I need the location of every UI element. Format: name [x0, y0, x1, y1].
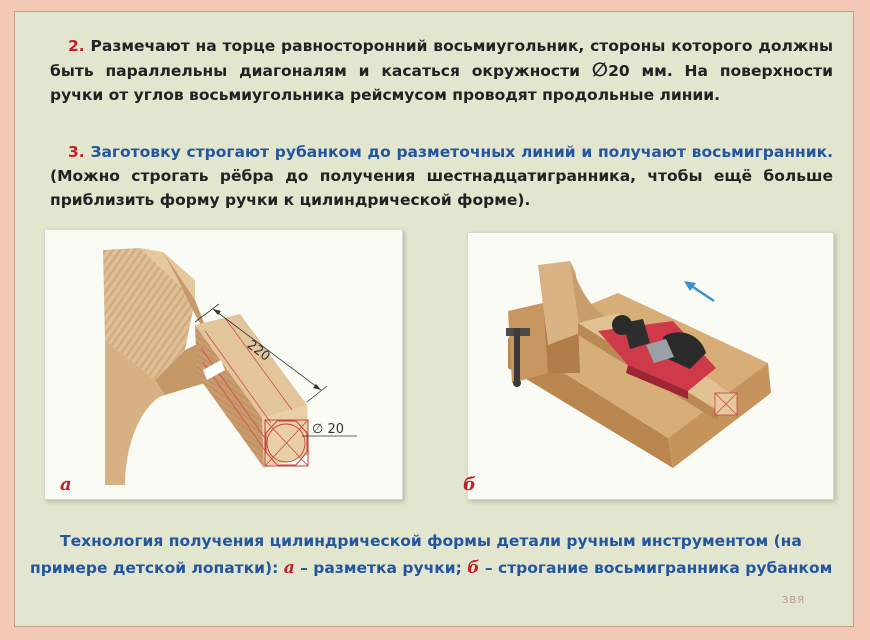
dimension-diameter-label: ∅ 20	[312, 422, 344, 437]
figure-a-letter: а	[60, 474, 72, 495]
diameter-symbol: ∅	[591, 59, 609, 81]
figure-caption: Технология получения цилиндрической форм…	[30, 528, 840, 582]
figure-a-panel: 220 ∅ 20	[44, 229, 403, 500]
planing-illustration	[506, 261, 771, 468]
paragraph-2-number: 2.	[68, 37, 85, 55]
paragraph-3-text-blue: Заготовку строгают рубанком до разметочн…	[90, 143, 834, 161]
figure-b-letter: б	[463, 474, 476, 495]
paragraph-3: 3. Заготовку строгают рубанком до размет…	[50, 140, 833, 216]
caption-label-a: а	[283, 558, 295, 578]
caption-text-3: – строгание восьмигранника рубанком	[479, 559, 833, 577]
caption-text-2: – разметка ручки;	[294, 559, 468, 577]
caption-label-b: б	[467, 558, 480, 578]
author-credit: ЗВЯ	[782, 595, 806, 606]
paragraph-3-number: 3.	[68, 143, 85, 161]
paragraph-2-text-a: Размечают на торце равносторонний восьми…	[50, 37, 833, 80]
paragraph-2-text-b: 20 мм. На поверхности ручки от углов вос…	[50, 62, 833, 104]
paragraph-2: 2. Размечают на торце равносторонний вос…	[50, 34, 833, 138]
handle-marking-illustration: 220 ∅ 20	[103, 248, 357, 485]
paragraph-3-text-black: (Можно строгать рёбра до получения шестн…	[50, 167, 833, 209]
caption-text-1: Технология получения цилиндрической форм…	[30, 532, 802, 577]
figure-b-panel	[467, 232, 834, 500]
